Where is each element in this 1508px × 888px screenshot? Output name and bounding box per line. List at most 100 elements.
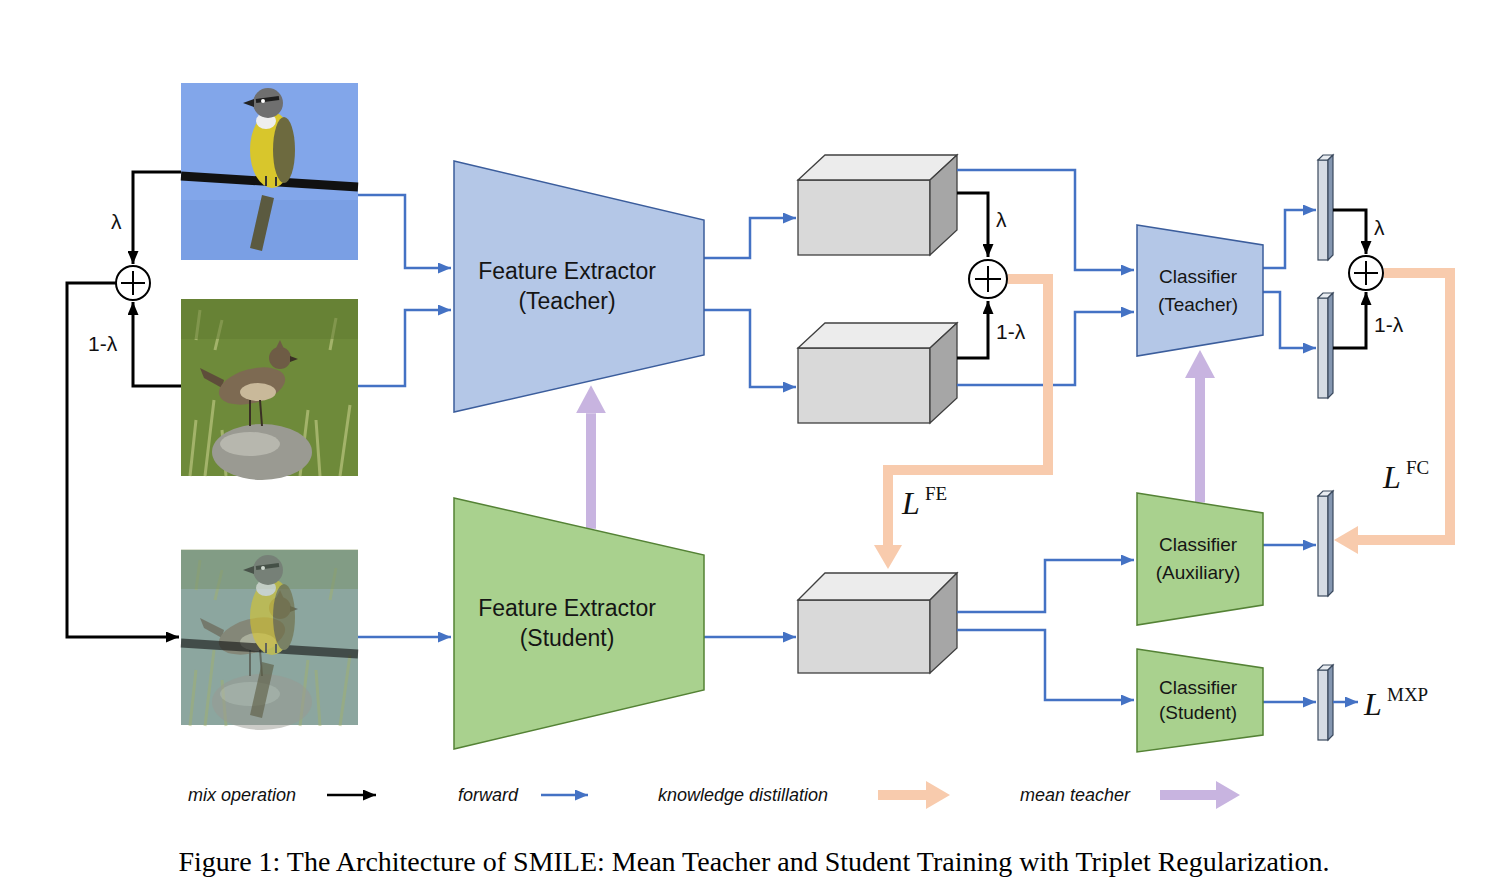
mix-circle <box>1349 256 1383 290</box>
legend-label: knowledge distillation <box>658 783 828 807</box>
mix-weight: 1-λ <box>88 333 117 354</box>
feature-map <box>930 155 957 255</box>
bird-photo <box>266 176 276 186</box>
feature-map <box>798 323 957 423</box>
loss-superscript: FC <box>1406 458 1429 477</box>
logit-bar <box>1328 491 1333 596</box>
forward-arrow <box>703 310 796 387</box>
mean-teacher-arrow <box>586 413 596 529</box>
figure-caption: Figure 1: The Architecture of SMILE: Mea… <box>0 845 1508 879</box>
mix-circle <box>116 266 150 300</box>
forward-arrow <box>703 636 796 639</box>
mix-arrow <box>67 283 179 637</box>
mix-circle <box>1354 261 1378 285</box>
legend-sample <box>1160 790 1216 800</box>
mix-weight: 1-λ <box>996 321 1025 342</box>
node-text: Classifier (Auxiliary) <box>1150 531 1246 586</box>
logit-bar <box>1318 293 1333 398</box>
node-text: Feature Extractor (Teacher) <box>467 257 667 317</box>
forward-arrow <box>957 560 1134 612</box>
bird-photo <box>256 98 279 101</box>
bird-photo <box>200 368 224 388</box>
mix-circle <box>969 260 1007 298</box>
trapezoid-outline <box>1137 493 1263 625</box>
node-label: Classifier (Teacher) <box>1150 263 1246 318</box>
bird-photo <box>273 117 295 183</box>
feature-map <box>798 155 957 255</box>
bird-photo <box>181 299 358 339</box>
mix-arrow <box>133 302 181 386</box>
bird-photo <box>181 83 358 260</box>
student-feature-extractor: Feature Extractor (Student) <box>453 497 705 750</box>
trapezoid-outline <box>1137 225 1263 356</box>
loss-symbol: L <box>902 487 920 519</box>
mix-arrow <box>957 301 988 358</box>
bird-photo <box>250 112 294 188</box>
bird-photo <box>181 299 358 476</box>
bird-photo <box>250 400 262 426</box>
trapezoid-outline <box>453 497 705 750</box>
node-text: Classifier (Teacher) <box>1150 263 1246 318</box>
logit-bar <box>1318 155 1333 260</box>
mix-weight: λ <box>111 211 122 232</box>
mixed-photo <box>181 555 358 718</box>
node-label: Feature Extractor (Student) <box>467 594 667 654</box>
loss-symbol: L <box>1364 688 1382 720</box>
legend-label: mean teacher <box>1020 783 1130 807</box>
bird-photo <box>181 83 358 260</box>
forward-arrow <box>957 630 1134 700</box>
mix-arrow <box>133 172 181 264</box>
bird-photo <box>290 356 298 362</box>
auxiliary-classifier: Classifier (Auxiliary) <box>1136 492 1264 626</box>
bird-photo <box>250 195 274 251</box>
node-text: Classifier (Student) <box>1150 676 1246 725</box>
mix-weight: λ <box>996 209 1007 230</box>
bird-photo <box>200 340 312 480</box>
mix-arrow <box>957 193 988 257</box>
trapezoid-outline <box>453 160 705 413</box>
forward-arrow <box>703 218 796 258</box>
logit-bar <box>1318 670 1328 740</box>
logit-bar <box>1318 665 1333 740</box>
bird-photo <box>253 88 283 118</box>
feature-map <box>798 348 930 423</box>
mean-teacher-arrows <box>591 378 1200 529</box>
bird-photo <box>181 299 358 480</box>
node-label: Feature Extractor (Teacher) <box>467 257 667 317</box>
logit-bar <box>1318 491 1333 596</box>
trapezoid-outline <box>454 498 704 749</box>
mix-circle <box>116 266 150 300</box>
distillation-arrow <box>1358 273 1450 540</box>
student-classifier: Classifier (Student) <box>1136 648 1264 753</box>
logit-bar <box>1318 160 1328 260</box>
bird-photo <box>181 88 358 251</box>
mix-circle <box>121 271 145 295</box>
loss-superscript: MXP <box>1387 685 1428 704</box>
node-label: Classifier (Auxiliary) <box>1150 531 1246 586</box>
trapezoid-outline <box>454 161 704 412</box>
logit-bar <box>1328 293 1333 398</box>
logit-bar <box>1328 665 1333 740</box>
mix-arrow <box>1333 210 1366 254</box>
bird-photo <box>212 424 312 480</box>
forward-arrow <box>358 195 451 268</box>
feature-map <box>798 600 930 673</box>
feature-map <box>798 573 957 673</box>
bird-photo <box>243 99 254 107</box>
loss-symbol: L <box>1383 461 1401 493</box>
feature-map <box>798 180 930 255</box>
forward-arrow <box>358 636 451 639</box>
logit-bar <box>1318 298 1328 398</box>
feature-map <box>930 323 957 423</box>
logit-bar <box>1318 496 1328 596</box>
mixed-photo <box>181 549 358 730</box>
trapezoid-outline <box>1136 648 1264 753</box>
trapezoid-outline <box>1136 492 1264 626</box>
legend-sample <box>327 794 376 797</box>
mix-arrow <box>67 172 1366 637</box>
mix-circle <box>975 266 1001 292</box>
